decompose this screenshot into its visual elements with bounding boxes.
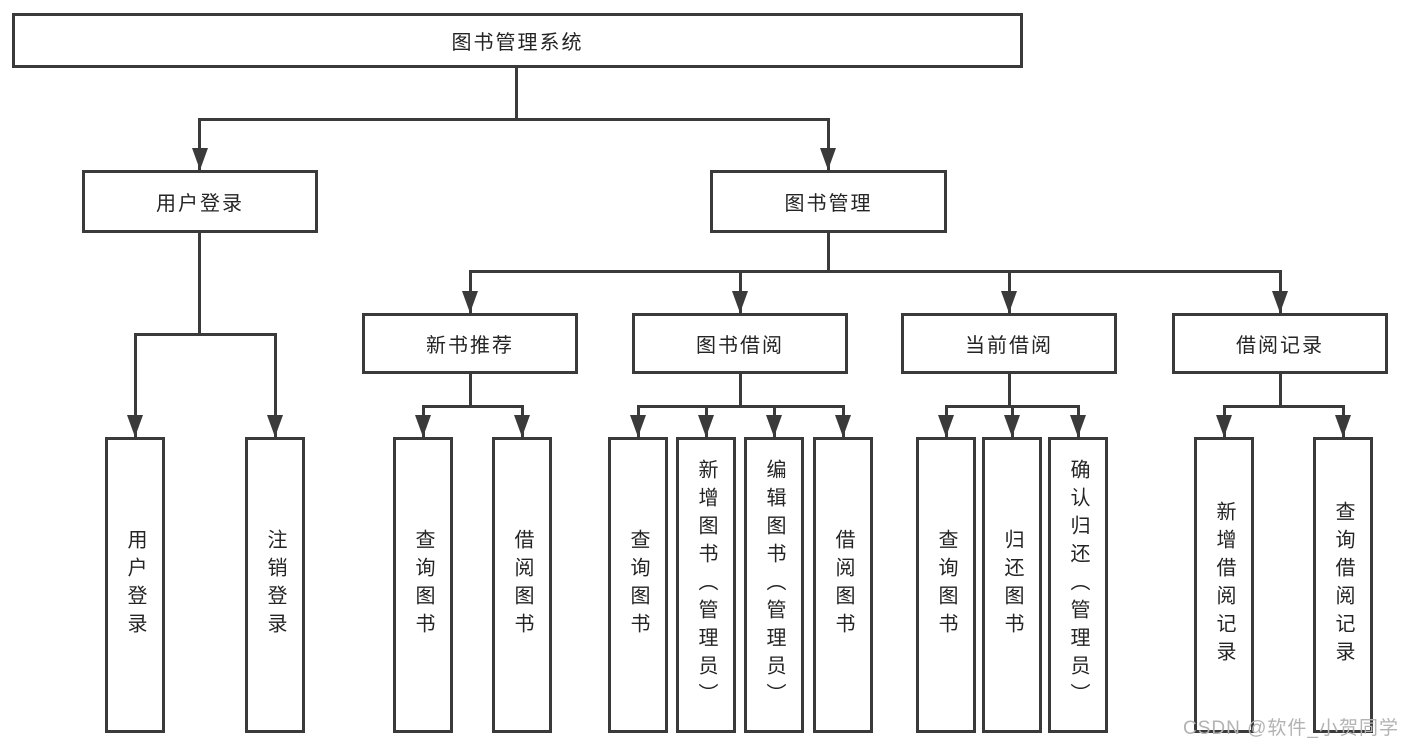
arrow-down-icon (732, 291, 748, 313)
node-label: 用户登录 (156, 193, 244, 215)
leaf-logout: 注销登录 (245, 437, 305, 733)
node-label: 编辑图书（管理员） (763, 459, 785, 711)
arrow-down-icon (267, 415, 283, 437)
leaf-query-books-borrow: 查询图书 (608, 437, 668, 733)
node-label: 新书推荐 (426, 335, 514, 357)
node-library-system: 图书管理系统 (12, 13, 1023, 68)
connector-hline (198, 118, 830, 121)
leaf-query-books-recommend: 查询图书 (393, 437, 453, 733)
arrow-down-icon (766, 415, 782, 437)
leaf-query-books-current: 查询图书 (916, 437, 976, 733)
node-label: 查询图书 (412, 529, 434, 641)
connector-vline (1279, 374, 1282, 408)
node-label: 查询借阅记录 (1332, 501, 1354, 669)
connector-hline (1223, 405, 1345, 408)
leaf-edit-book-admin: 编辑图书（管理员） (744, 437, 804, 733)
connector-vline (739, 374, 742, 408)
leaf-borrow-books-recommend: 借阅图书 (492, 437, 552, 733)
node-label: 新增图书（管理员） (695, 459, 717, 711)
arrow-down-icon (1004, 415, 1020, 437)
leaf-add-book-admin: 新增图书（管理员） (676, 437, 736, 733)
arrow-down-icon (630, 415, 646, 437)
leaf-confirm-return-admin: 确认归还（管理员） (1048, 437, 1108, 733)
node-label: 查询图书 (627, 529, 649, 641)
leaf-borrow-books: 借阅图书 (813, 437, 873, 733)
leaf-return-books: 归还图书 (982, 437, 1042, 733)
node-label: 当前借阅 (965, 335, 1053, 357)
watermark: CSDN @软件_小贺同学 (1183, 718, 1399, 739)
connector-hline (422, 405, 523, 408)
node-book-management: 图书管理 (710, 170, 947, 233)
arrow-down-icon (462, 291, 478, 313)
node-label: 图书管理系统 (451, 32, 584, 54)
node-label: 注销登录 (264, 529, 286, 641)
leaf-user-login: 用户登录 (105, 437, 165, 733)
connector-vline (469, 374, 472, 408)
arrow-down-icon (938, 415, 954, 437)
leaf-add-borrow-record: 新增借阅记录 (1194, 437, 1254, 733)
connector-hline (134, 333, 276, 336)
arrow-down-icon (1070, 415, 1086, 437)
node-user-login: 用户登录 (82, 170, 318, 233)
connector-hline (637, 405, 845, 408)
arrow-down-icon (835, 415, 851, 437)
connector-vline (274, 333, 277, 437)
node-label: 图书借阅 (696, 335, 784, 357)
connector-vline (827, 118, 830, 170)
node-borrow-records: 借阅记录 (1172, 313, 1388, 374)
node-label: 归还图书 (1001, 529, 1023, 641)
arrow-down-icon (820, 148, 836, 170)
leaf-query-borrow-record: 查询借阅记录 (1313, 437, 1373, 733)
connector-hline (469, 270, 1281, 273)
connector-vline (198, 118, 201, 170)
arrow-down-icon (192, 148, 208, 170)
arrow-down-icon (1272, 291, 1288, 313)
arrow-down-icon (127, 415, 143, 437)
node-label: 借阅图书 (832, 529, 854, 641)
node-label: 查询图书 (935, 529, 957, 641)
node-label: 确认归还（管理员） (1067, 459, 1089, 711)
connector-vline (1008, 374, 1011, 408)
connector-vline (827, 233, 830, 272)
node-book-borrow: 图书借阅 (632, 313, 848, 374)
node-label: 借阅图书 (511, 529, 533, 641)
node-label: 新增借阅记录 (1213, 501, 1235, 669)
node-current-borrow: 当前借阅 (901, 313, 1117, 374)
arrow-down-icon (1335, 415, 1351, 437)
arrow-down-icon (1001, 291, 1017, 313)
arrow-down-icon (415, 415, 431, 437)
connector-vline (198, 233, 201, 335)
arrow-down-icon (514, 415, 530, 437)
node-label: 借阅记录 (1236, 335, 1324, 357)
node-new-book-recommend: 新书推荐 (362, 313, 578, 374)
connector-vline (515, 68, 518, 120)
node-label: 图书管理 (784, 193, 873, 215)
arrow-down-icon (698, 415, 714, 437)
node-label: 用户登录 (124, 529, 146, 641)
connector-vline (134, 333, 137, 437)
arrow-down-icon (1216, 415, 1232, 437)
